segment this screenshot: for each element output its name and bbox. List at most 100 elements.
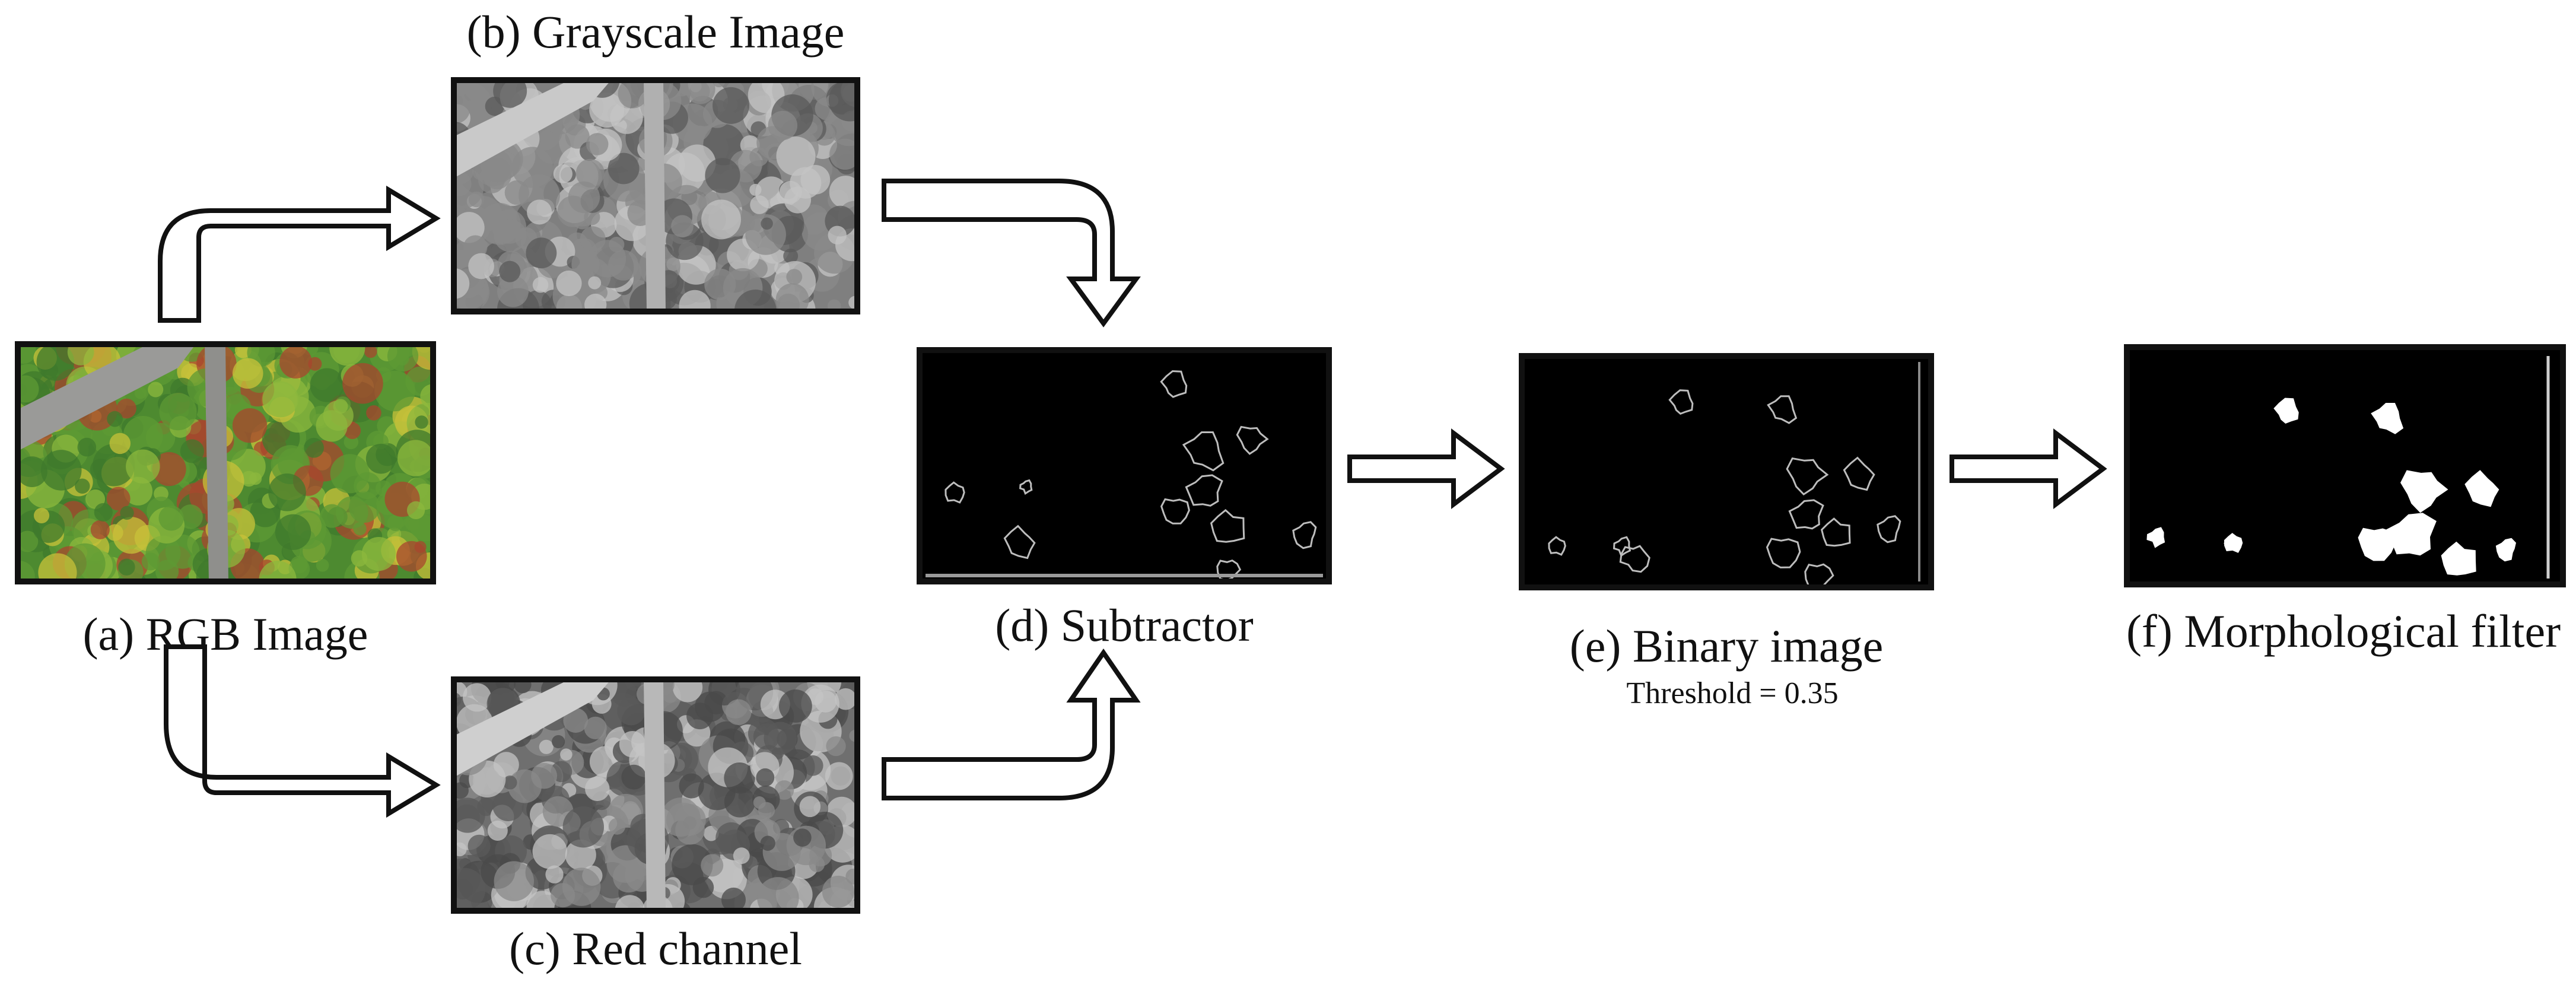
tree-canopy xyxy=(333,399,348,414)
tree-canopy xyxy=(608,818,626,835)
tree-canopy xyxy=(532,277,549,293)
tree-contour xyxy=(1766,538,1801,568)
tree-contour xyxy=(1877,515,1901,544)
tree-canopy xyxy=(705,158,740,193)
tree-contour xyxy=(1182,431,1225,472)
tree-contour xyxy=(944,481,965,504)
tree-canopy xyxy=(827,299,841,312)
tree-canopy xyxy=(750,195,769,214)
tree-canopy xyxy=(825,762,853,790)
tree-canopy xyxy=(749,183,762,196)
tree-canopy xyxy=(511,147,553,188)
tree-canopy xyxy=(454,94,470,124)
tree-mask-blob xyxy=(2495,538,2516,562)
tree-canopy xyxy=(686,703,714,730)
tree-mask-blob xyxy=(2224,533,2243,553)
tree-canopy xyxy=(608,152,640,185)
binary-image-caption: (e) Binary image xyxy=(1570,620,1883,672)
tree-canopy xyxy=(563,708,589,733)
tree-contour xyxy=(1019,479,1033,495)
tree-canopy xyxy=(18,561,35,581)
tree-canopy xyxy=(36,344,75,381)
tree-canopy xyxy=(609,236,625,253)
subtractor-caption: (d) Subtractor xyxy=(995,599,1253,651)
tree-canopy xyxy=(113,517,150,554)
tree-canopy xyxy=(304,437,324,458)
tree-canopy xyxy=(531,762,558,789)
tree-canopy xyxy=(463,683,492,712)
tree-contour xyxy=(1767,395,1798,424)
subtractor-contours xyxy=(944,370,1317,581)
tree-canopy xyxy=(366,405,381,421)
tree-contour xyxy=(1292,521,1317,549)
threshold-label: Threshold = 0.35 xyxy=(1626,676,1838,710)
tree-canopy xyxy=(778,689,812,723)
tree-canopy xyxy=(584,209,600,225)
tree-canopy xyxy=(799,796,821,818)
tree-canopy xyxy=(774,780,794,800)
tree-contour xyxy=(1668,389,1694,415)
tree-canopy xyxy=(180,439,204,463)
tree-canopy xyxy=(586,133,609,155)
tree-canopy xyxy=(268,473,306,511)
tree-canopy xyxy=(777,293,800,312)
tree-mask-blob xyxy=(2464,470,2499,507)
tree-canopy xyxy=(562,806,604,848)
red-channel-road-diagonal xyxy=(454,679,611,777)
tree-contour xyxy=(1619,545,1650,573)
tree-canopy xyxy=(588,276,602,290)
tree-canopy xyxy=(560,748,573,761)
tree-canopy xyxy=(468,191,485,208)
tree-canopy xyxy=(364,345,377,358)
tree-canopy xyxy=(38,553,77,581)
tree-contour xyxy=(1786,457,1829,496)
tree-canopy xyxy=(454,867,486,911)
tree-mask-blob xyxy=(2386,513,2437,556)
tree-canopy xyxy=(145,422,176,453)
tree-canopy xyxy=(504,180,530,205)
binary-image xyxy=(1522,356,1931,587)
tree-canopy xyxy=(756,768,775,787)
tree-canopy xyxy=(316,558,329,572)
tree-contour xyxy=(1236,425,1269,455)
grayscale-image-caption: (b) Grayscale Image xyxy=(467,6,845,58)
tree-canopy xyxy=(545,865,564,884)
tree-canopy xyxy=(565,839,596,870)
tree-canopy xyxy=(454,80,468,96)
tree-canopy xyxy=(704,268,736,300)
tree-canopy xyxy=(584,293,607,312)
tree-canopy xyxy=(279,346,313,379)
tree-canopy xyxy=(749,147,769,167)
tree-canopy xyxy=(93,444,135,487)
tree-canopy xyxy=(275,514,311,550)
tree-contour xyxy=(1820,517,1851,547)
tree-canopy xyxy=(499,260,521,282)
tree-canopy xyxy=(724,762,755,794)
tree-canopy xyxy=(757,877,799,911)
tree-canopy xyxy=(159,393,197,431)
tree-canopy xyxy=(94,503,113,522)
tree-canopy xyxy=(396,541,427,572)
tree-canopy xyxy=(768,110,798,141)
tree-canopy xyxy=(701,199,742,240)
tree-canopy xyxy=(232,408,268,443)
tree-canopy xyxy=(33,507,50,523)
tree-canopy xyxy=(503,776,517,790)
red-channel-caption: (c) Red channel xyxy=(509,923,802,974)
tree-canopy xyxy=(109,433,131,455)
tree-contour xyxy=(1613,536,1632,557)
tree-canopy xyxy=(672,679,703,703)
tree-canopy xyxy=(178,504,203,529)
tree-canopy xyxy=(675,815,705,845)
tree-canopy xyxy=(783,248,799,263)
tree-canopy xyxy=(494,219,527,252)
tree-canopy xyxy=(758,802,775,819)
tree-canopy xyxy=(18,456,47,487)
tree-canopy xyxy=(617,697,645,726)
tree-canopy xyxy=(40,450,82,491)
tree-canopy xyxy=(726,699,752,726)
tree-mask-blob xyxy=(2273,398,2299,424)
tree-canopy xyxy=(397,440,433,476)
morphological-filter-image xyxy=(2127,347,2563,584)
tree-canopy xyxy=(18,344,36,364)
